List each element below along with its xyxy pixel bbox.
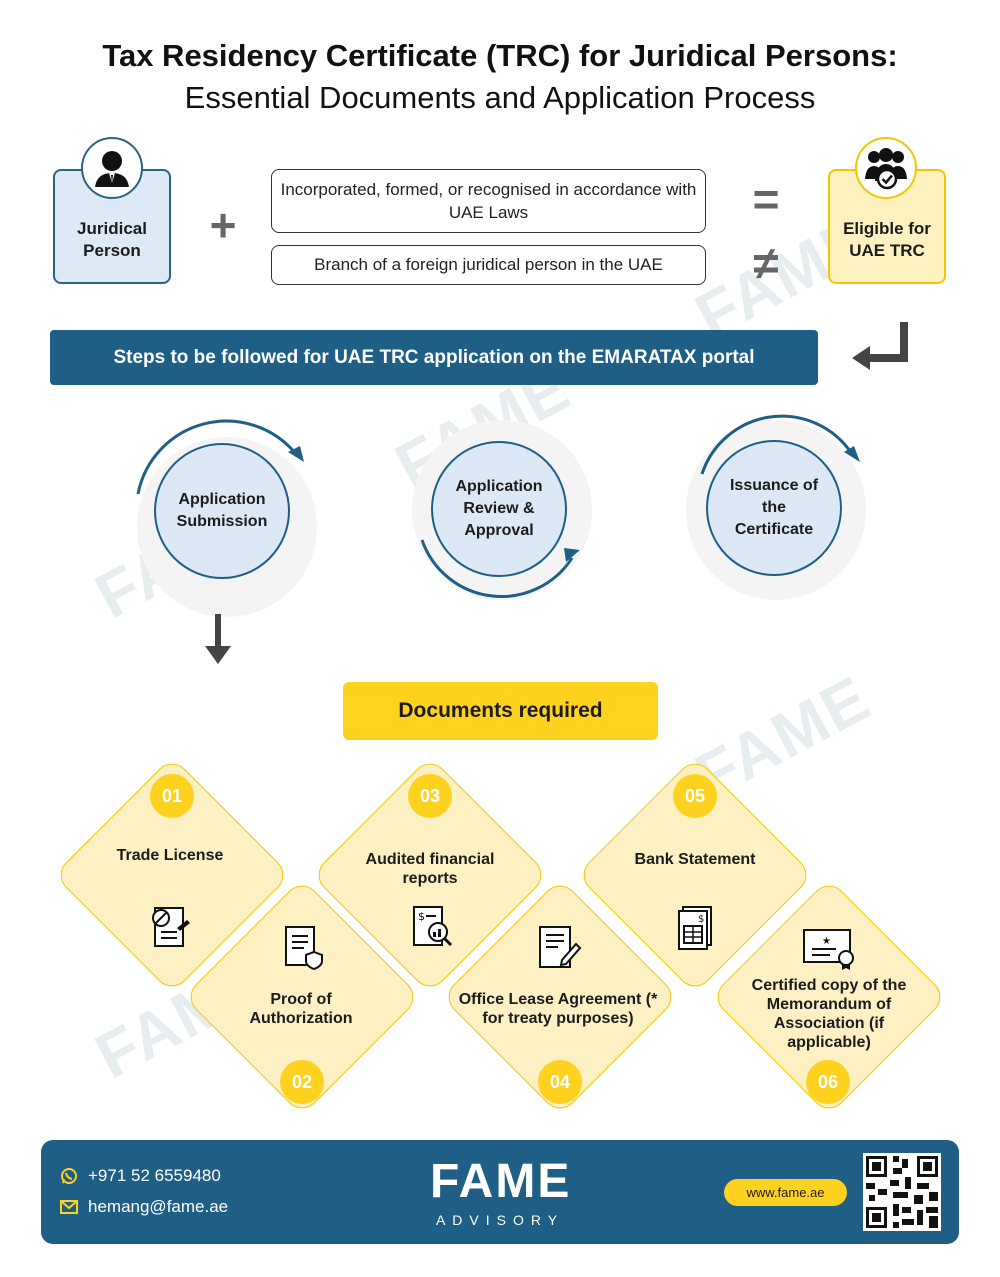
equals-icon: = (752, 173, 780, 225)
step-label: Application Submission (176, 491, 268, 530)
document-label: Office Lease Agreement (* for treaty pur… (458, 991, 658, 1027)
page-subtitle: Essential Documents and Application Proc… (184, 80, 816, 115)
cycle-arrow-icon (120, 410, 320, 525)
logo: FAME (430, 1155, 572, 1208)
document-number: 06 (806, 1060, 850, 1104)
juridical-person-label: Juridical Person (77, 219, 147, 260)
svg-text:$: $ (698, 914, 704, 925)
document-label: Audited financial reports (365, 851, 495, 887)
document-number: 03 (408, 774, 452, 818)
document-label: Bank Statement (634, 851, 756, 868)
document-number: 04 (538, 1060, 582, 1104)
step-label: Application Review & Approval (455, 478, 543, 539)
group-check-icon (855, 137, 917, 199)
whatsapp-icon (60, 1167, 78, 1190)
step-label: Issuance of the Certificate (729, 477, 819, 538)
email-link[interactable]: hemang@fame.ae (88, 1197, 229, 1216)
license-stamp-icon (147, 904, 193, 955)
steps-banner: Steps to be followed for UAE TRC applica… (50, 330, 818, 385)
logo-subtitle: ADVISORY (435, 1212, 565, 1228)
cycle-arrow-icon (410, 530, 590, 615)
return-arrow-icon (848, 318, 912, 379)
cycle-arrow-icon (692, 410, 872, 495)
step-review-approval: Application Review & Approval (431, 441, 567, 577)
condition-incorporated: Incorporated, formed, or recognised in a… (271, 169, 706, 233)
document-number: 01 (150, 774, 194, 818)
condition-branch: Branch of a foreign juridical person in … (271, 245, 706, 285)
svg-text:★: ★ (822, 936, 831, 947)
svg-text:$: $ (418, 910, 425, 923)
document-number: 02 (280, 1060, 324, 1104)
contract-pen-icon (536, 924, 582, 975)
plus-icon: + (209, 199, 237, 251)
qr-code[interactable] (863, 1153, 941, 1231)
website-link[interactable]: www.fame.ae (724, 1179, 847, 1206)
shield-document-icon (280, 924, 326, 975)
document-number: 05 (673, 774, 717, 818)
document-label: Certified copy of the Memorandum of Asso… (751, 977, 907, 1051)
not-equals-icon: ≠ (753, 237, 779, 289)
eligible-label: Eligible for UAE TRC (843, 219, 931, 260)
page-title: Tax Residency Certificate (TRC) for Juri… (102, 38, 898, 73)
business-person-icon (81, 137, 143, 199)
document-label: Trade License (116, 847, 224, 864)
documents-banner: Documents required (343, 682, 658, 740)
financial-report-icon: $ (408, 904, 454, 955)
step-issuance: Issuance of the Certificate (706, 440, 842, 576)
mail-icon (60, 1200, 78, 1219)
down-arrow-icon (203, 614, 233, 671)
phone-link[interactable]: +971 52 6559480 (88, 1166, 221, 1185)
bank-statement-icon: $ (673, 904, 719, 955)
document-label: Proof of Authorization (249, 991, 353, 1027)
certificate-icon: ★ (800, 924, 858, 975)
step-application-submission: Application Submission (154, 443, 290, 579)
